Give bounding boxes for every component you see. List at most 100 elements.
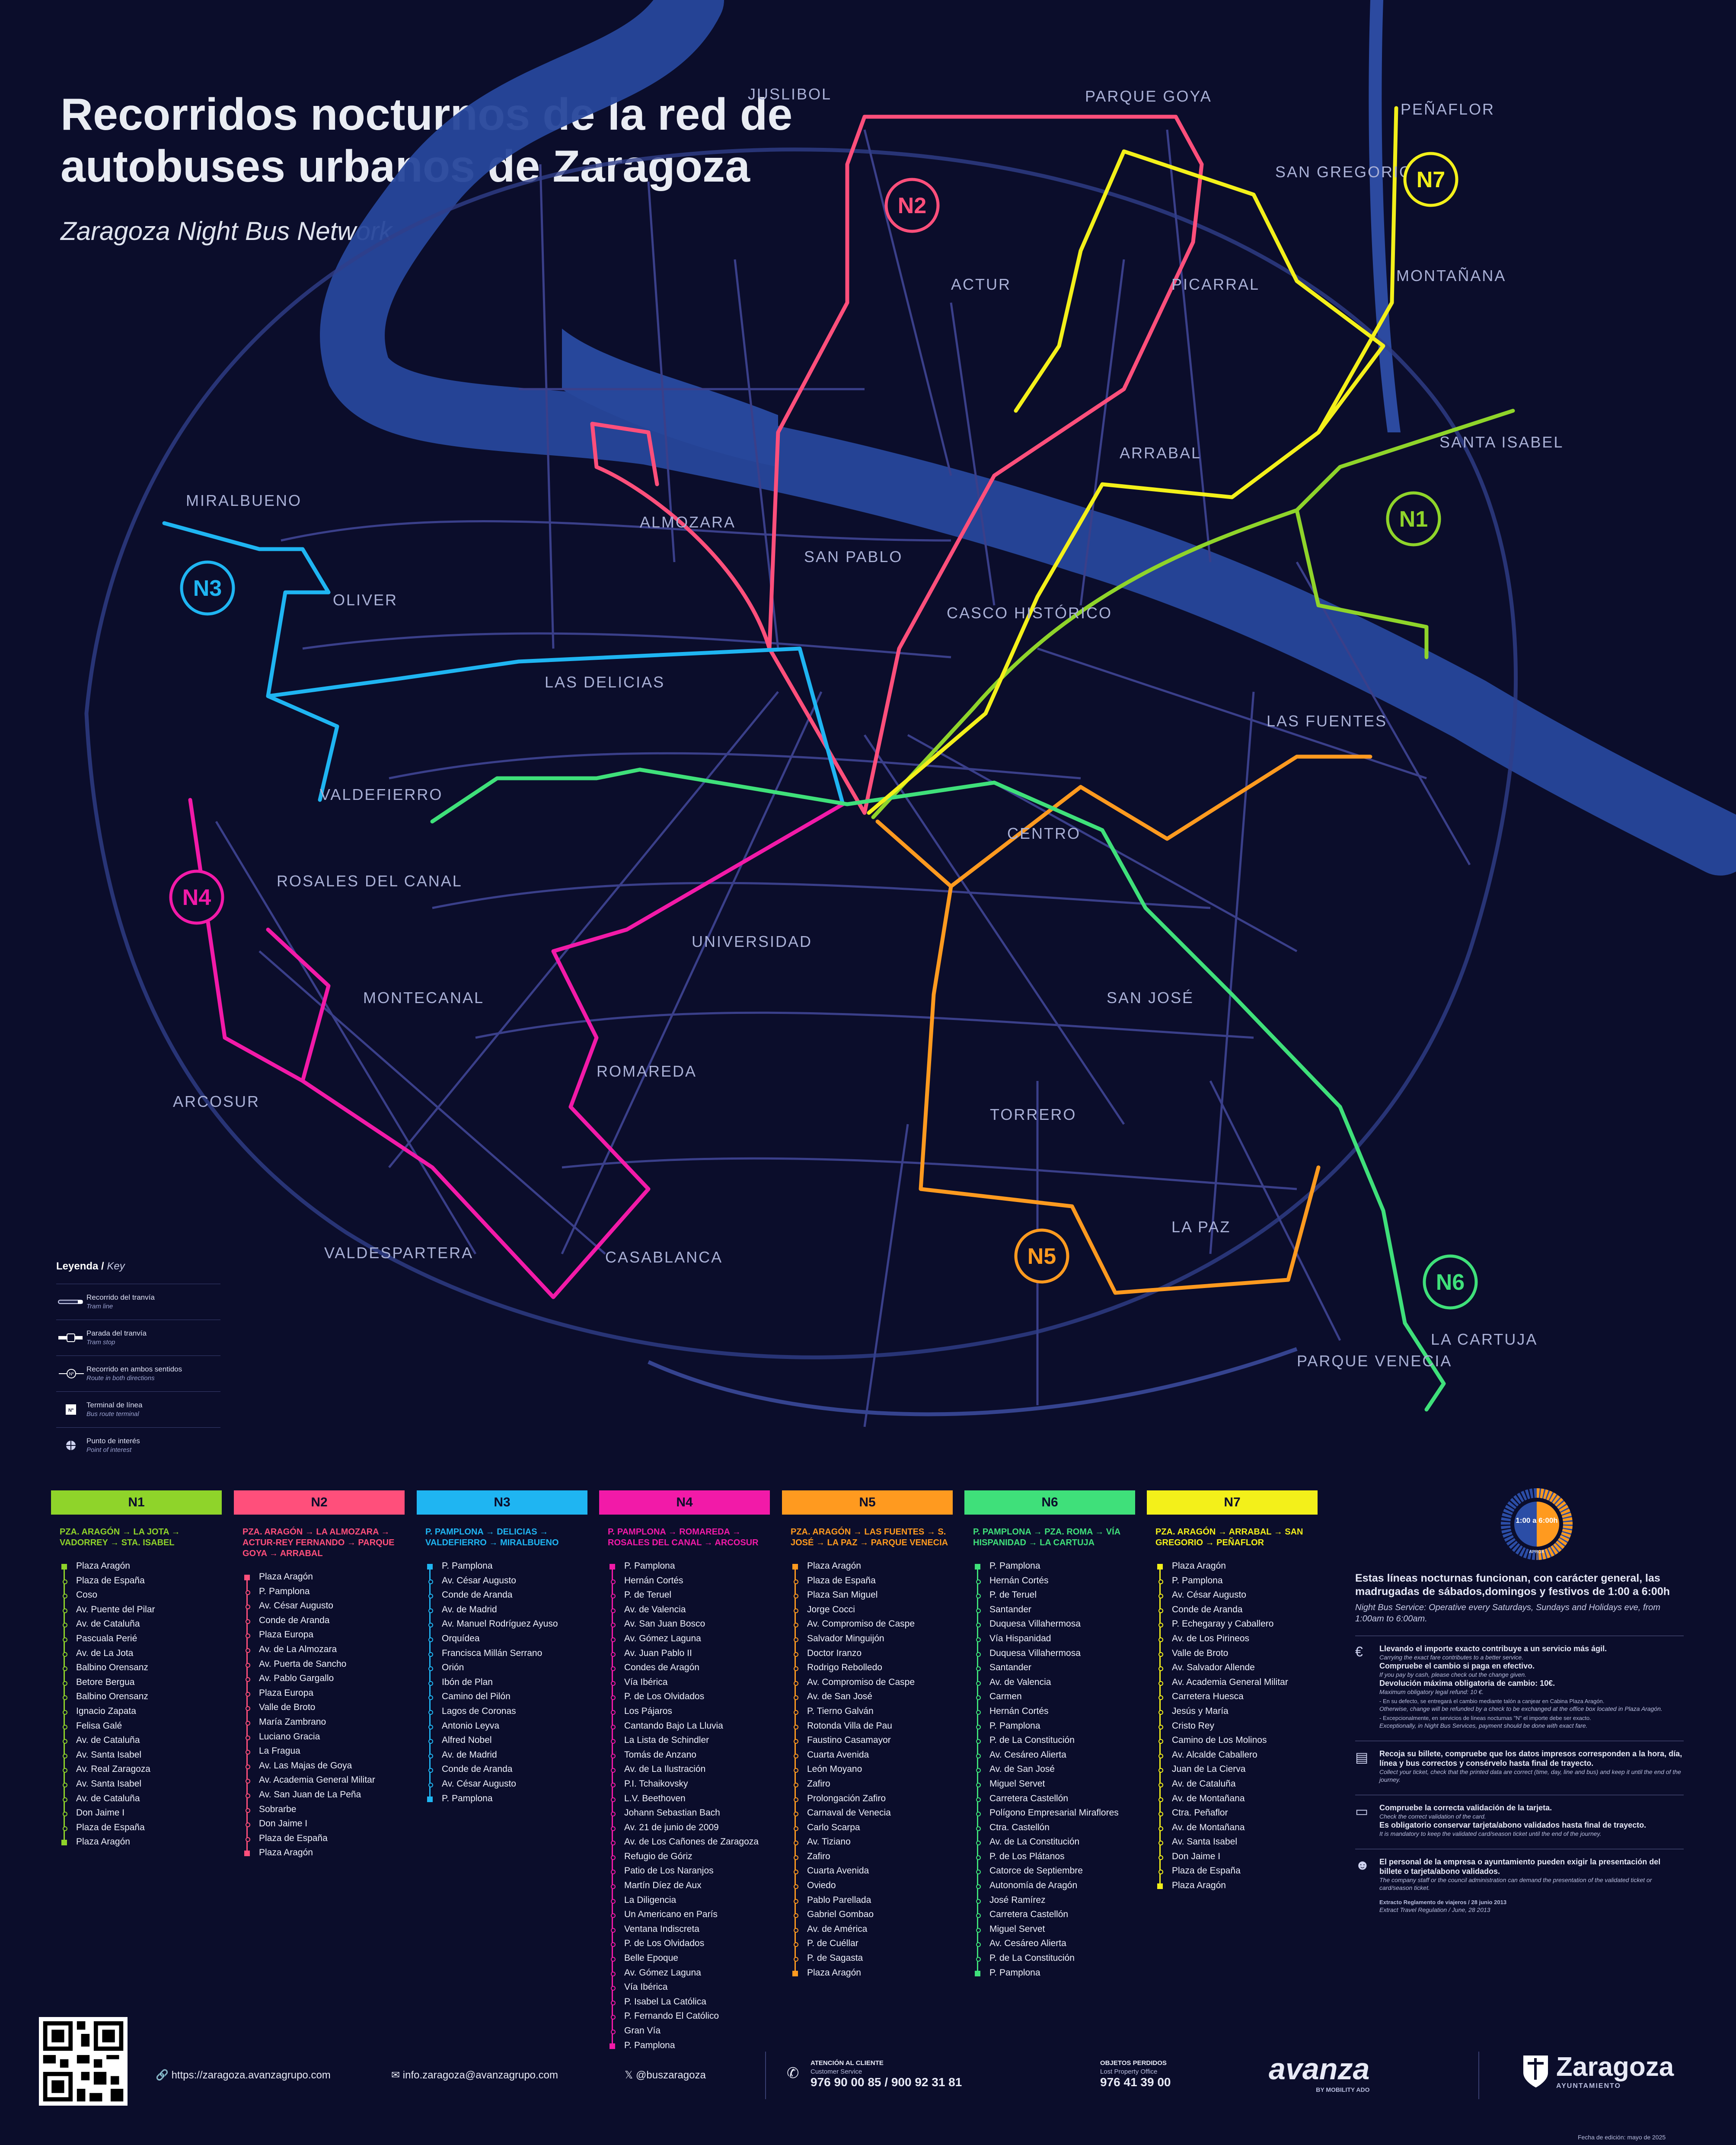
district-label: LAS FUENTES (1267, 712, 1387, 730)
schedule-headline: Estas líneas nocturnas funcionan, con ca… (1355, 1572, 1670, 1598)
stop-item: P. de Teruel (974, 1588, 1135, 1602)
district-label: ACTUR (951, 275, 1011, 293)
stop-item: Martín Díez de Aux (609, 1878, 770, 1893)
route-n6 (430, 767, 1446, 1412)
stop-item: Plaza de España (61, 1820, 222, 1835)
district-label: SAN JOSÉ (1107, 989, 1194, 1007)
street (561, 691, 823, 1255)
badge-n2: N2 (884, 178, 940, 233)
cash-icon: € (1355, 1644, 1363, 1659)
stop-item: Tomás de Anzano (609, 1748, 770, 1762)
stop-item: Av. Gómez Laguna (609, 1966, 770, 1980)
street (950, 302, 996, 606)
website-link[interactable]: 🔗 https://zaragoza.avanzagrupo.com (156, 2069, 331, 2081)
stop-item: Plaza Aragón (61, 1835, 222, 1849)
inspection-info: ☻ El personal de la empresa o ayuntamien… (1355, 1849, 1684, 1914)
stop-item: Juan de La Cierva (1156, 1762, 1318, 1777)
line-column-n5: N5 PZA. ARAGÓN → LAS FUENTES → S. JOSÉ →… (782, 1490, 953, 1980)
stop-item: Av. de Los Cañones de Zaragoza (609, 1835, 770, 1849)
stop-item: Av. Santa Isabel (61, 1748, 222, 1762)
stop-item: Av. Compromiso de Caspe (791, 1617, 953, 1631)
district-label: VALDESPARTERA (324, 1244, 473, 1262)
stop-item: Gabriel Gombao (791, 1907, 953, 1922)
district-label: CENTRO (1007, 825, 1081, 842)
stop-item: Plaza Aragón (61, 1559, 222, 1573)
district-label: PEÑAFLOR (1401, 100, 1495, 118)
stop-item: Johann Sebastian Bach (609, 1806, 770, 1820)
stop-item: Salvador Minguijón (791, 1631, 953, 1646)
svg-text:Nº: Nº (68, 1408, 73, 1413)
stop-item: Av. Juan Pablo II (609, 1646, 770, 1661)
stop-item: Oviedo (791, 1878, 953, 1893)
stop-item: Vía Hispanidad (974, 1631, 1135, 1646)
stop-item: P. Pamplona (1156, 1573, 1318, 1588)
line-route: PZA. ARAGÓN → LA ALMOZARA → ACTUR-REY FE… (243, 1527, 395, 1558)
cash-info: € Llevando el importe exacto contribuye … (1355, 1636, 1684, 1729)
stop-item: Conde de Aranda (426, 1762, 587, 1777)
district-label: SANTA ISABEL (1439, 433, 1564, 451)
district-label: MONTECANAL (363, 989, 484, 1007)
stop-item: Av. de San José (791, 1689, 953, 1704)
stop-item: P.I. Tchaikovsky (609, 1777, 770, 1791)
link-icon: 🔗 (156, 2069, 169, 2081)
line-column-n2: N2 PZA. ARAGÓN → LA ALMOZARA → ACTUR-REY… (234, 1490, 405, 1860)
stop-item: Av. de Los Pirineos (1156, 1631, 1318, 1646)
stop-item: Santander (974, 1660, 1135, 1675)
stop-item: Conde de Aranda (1156, 1602, 1318, 1617)
social-link[interactable]: 𝕏 @buszaragoza (625, 2069, 706, 2081)
stop-item: Ignacio Zapata (61, 1704, 222, 1719)
street (863, 1124, 909, 1427)
stop-item: Av. Puente del Pilar (61, 1602, 222, 1617)
stop-item: Plaza San Miguel (791, 1588, 953, 1602)
stop-item: Miguel Servet (974, 1777, 1135, 1791)
stop-item: Prolongación Zafiro (791, 1791, 953, 1806)
district-label: SAN PABLO (804, 548, 903, 566)
stop-item: Don Jaime I (61, 1806, 222, 1820)
stop-item: Cantando Bajo La Lluvia (609, 1719, 770, 1733)
stop-item: Duquesa Villahermosa (974, 1617, 1135, 1631)
stop-item: P. de Teruel (609, 1588, 770, 1602)
street (863, 734, 1125, 1125)
stop-item: La Lista de Schindler (609, 1733, 770, 1748)
edition-date: Fecha de edición: mayo de 2025 (1578, 2134, 1666, 2141)
svg-text:1:00 a 6:00h: 1:00 a 6:00h (1516, 1516, 1557, 1525)
street (907, 734, 1298, 953)
route-n5 (875, 754, 1372, 1295)
badge-n6: N6 (1423, 1254, 1478, 1310)
stop-item: Av. de Montañana (1156, 1791, 1318, 1806)
street (1209, 1080, 1341, 1341)
stop-item: Plaza Aragón (1156, 1559, 1318, 1573)
badge-n4: N4 (169, 870, 224, 925)
district-label: VALDEFIERRO (320, 786, 443, 803)
line-header: N6 (964, 1490, 1135, 1515)
stop-item: Ibón de Plan (426, 1675, 587, 1690)
stop-item: Av. Puerta de Sancho (243, 1657, 405, 1672)
stop-item: P. de Sagasta (791, 1951, 953, 1966)
email-link[interactable]: ✉ info.zaragoza@avanzagrupo.com (391, 2069, 558, 2081)
street (475, 1011, 1254, 1039)
stop-item: Av. Tiziano (791, 1835, 953, 1849)
stop-item: Coso (61, 1588, 222, 1602)
stop-item: Av. Cesáreo Alierta (974, 1748, 1135, 1762)
stop-item: Orión (426, 1660, 587, 1675)
line-header: N1 (51, 1490, 222, 1515)
stop-item: Plaza Aragón (243, 1570, 405, 1584)
stop-item: P. de Cuéllar (791, 1936, 953, 1951)
street-grid (215, 129, 1471, 1427)
stop-item: P. Isabel La Católica (609, 1995, 770, 2009)
qr-code[interactable] (39, 2017, 128, 2106)
stop-item: Los Pájaros (609, 1704, 770, 1719)
stop-item: Doctor Iranzo (791, 1646, 953, 1661)
stop-item: Hernán Cortés (974, 1704, 1135, 1719)
stop-item: Carnaval de Venecia (791, 1806, 953, 1820)
stop-item: Av. Pablo Gargallo (243, 1671, 405, 1686)
street (1296, 561, 1471, 866)
stop-item: Ctra. Castellón (974, 1820, 1135, 1835)
stop-item: Av. de La Almozara (243, 1642, 405, 1657)
